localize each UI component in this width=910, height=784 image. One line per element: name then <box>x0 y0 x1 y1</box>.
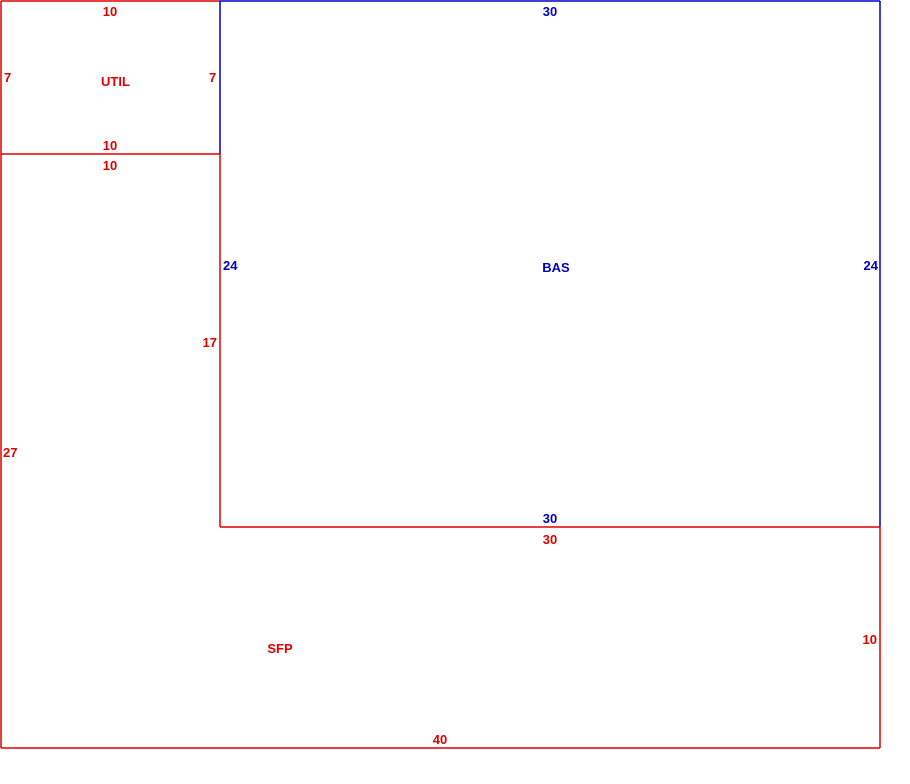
util-room-label: UTIL <box>101 74 130 89</box>
bas-room-label: BAS <box>542 260 570 275</box>
sfp-right-dimension: 10 <box>863 632 877 647</box>
bas-room-outline <box>219 0 881 527</box>
bas-left-dimension: 24 <box>223 258 238 273</box>
bas-right-dimension: 24 <box>864 258 879 273</box>
util-top-dimension: 10 <box>103 4 117 19</box>
bas-top-dimension: 30 <box>543 4 557 19</box>
util-left-dimension: 7 <box>4 70 11 85</box>
sfp-inner-horizontal-dimension: 30 <box>543 532 557 547</box>
util-bottom-dimension: 10 <box>103 138 117 153</box>
util-right-dimension: 7 <box>209 70 216 85</box>
sfp-inner-vertical-dimension: 17 <box>203 335 217 350</box>
sfp-room-label: SFP <box>267 641 293 656</box>
sfp-room-outline <box>0 154 881 749</box>
bas-bottom-dimension: 30 <box>543 511 557 526</box>
sfp-top-left-dimension: 10 <box>103 158 117 173</box>
sfp-left-dimension: 27 <box>3 445 17 460</box>
util-room-outline <box>0 0 220 155</box>
sfp-bottom-dimension: 40 <box>433 732 447 747</box>
